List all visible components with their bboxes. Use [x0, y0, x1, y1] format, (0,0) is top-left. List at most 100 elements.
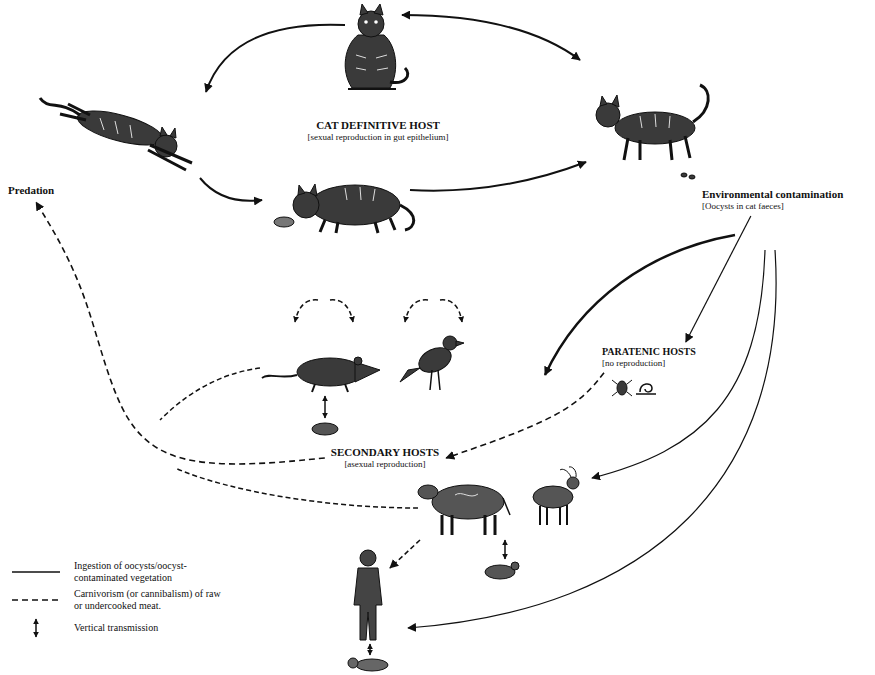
sitting-cat-part — [360, 4, 383, 15]
carnivorism-arrow-part — [160, 368, 260, 420]
rat — [262, 357, 380, 392]
host-label: Predation — [8, 184, 54, 197]
human-figure-part — [354, 568, 382, 640]
legend-text: Carnivorism (or cannibalism) of raw or u… — [74, 588, 224, 612]
legend: Ingestion of oocysts/oocyst-contaminated… — [8, 560, 224, 644]
transmission-connector — [686, 216, 751, 342]
route-label: Predation — [6, 183, 56, 198]
cycle-arrow — [200, 15, 586, 201]
vertical-transmission-arrow — [324, 396, 326, 418]
cow-part — [442, 515, 495, 535]
sitting-cat-part — [348, 88, 396, 90]
carnivorism-arrow-part — [295, 300, 318, 322]
paratenic-host-icons-part — [636, 393, 656, 395]
legend-text: Vertical transmission — [74, 622, 158, 634]
host-group-label: PARATENIC HOSTS[no reproduction] — [600, 345, 698, 370]
legend-sample — [8, 616, 64, 640]
sitting-cat-part — [374, 20, 378, 24]
lamb-part — [485, 565, 515, 579]
cycle-arrow-part — [410, 162, 586, 191]
cat-with-mouse-part — [293, 192, 319, 218]
bird — [400, 336, 464, 390]
cat-with-mouse-part — [298, 184, 317, 196]
host-label: Environmental contamination — [702, 188, 843, 201]
walking-cat-part — [681, 173, 687, 177]
walking-cat-part — [624, 136, 690, 160]
bird-part — [456, 341, 464, 346]
cow-part — [418, 485, 438, 499]
paratenic-host-icons-part — [612, 380, 632, 396]
cow-part — [432, 485, 504, 519]
leaping-cat-part — [40, 98, 80, 115]
human-figure — [354, 550, 382, 640]
host-group-label: CAT DEFINITIVE HOST[sexual reproduction … — [306, 118, 451, 144]
paratenic-host-icons — [612, 380, 656, 396]
goat-part — [567, 477, 579, 489]
leaping-cat-part — [160, 127, 176, 138]
transmission-connector — [36, 202, 325, 464]
legend-row: Ingestion of oocysts/oocyst-contaminated… — [8, 560, 224, 584]
legend-sample — [8, 588, 64, 612]
legend-double-arrow — [35, 619, 37, 637]
vertical-transmission-arrow-part — [324, 396, 326, 418]
legend-text: Ingestion of oocysts/oocyst-contaminated… — [74, 560, 224, 584]
vertical-transmission-arrow — [369, 644, 371, 655]
ingestion-line-part — [545, 235, 735, 375]
leaping-cat — [40, 98, 192, 170]
walking-cat — [596, 85, 708, 179]
carnivorism-arrow-part — [175, 468, 418, 508]
walking-cat-part — [689, 175, 695, 179]
sitting-cat-part — [364, 20, 368, 24]
rat-part — [354, 357, 362, 365]
vertical-transmission-arrow-part — [504, 540, 506, 559]
host-note: [Oocysts in cat faeces] — [702, 201, 843, 212]
goat-part — [540, 505, 567, 525]
transmission-connector — [446, 373, 604, 458]
sitting-cat-part — [390, 68, 408, 83]
cycle-arrow-part — [200, 178, 262, 201]
human-figure-part — [360, 550, 376, 566]
goat-part — [560, 467, 576, 477]
ingestion-line — [408, 235, 776, 628]
cycle-arrow-part — [402, 15, 580, 60]
cat-with-mouse — [274, 184, 414, 233]
leaping-cat-part — [100, 118, 132, 138]
cow — [418, 485, 510, 535]
young-rat — [312, 423, 338, 435]
lamb-part — [511, 562, 519, 570]
cycle-arrow-part — [206, 25, 345, 92]
paratenic-host-icons-part — [617, 381, 627, 395]
carnivorism-arrow-part — [440, 300, 462, 322]
cat-with-mouse-part — [310, 185, 400, 225]
carnivorism-arrow-part — [405, 300, 428, 322]
paratenic-host-icons-part — [640, 384, 652, 392]
carnivorism-arrow-part — [390, 540, 420, 568]
carnivorism-arrow-part — [330, 300, 353, 322]
legend-dashed-line — [12, 599, 60, 601]
host-note: [sexual reproduction in gut epithelium] — [308, 132, 449, 143]
host-label: CAT DEFINITIVE HOST — [308, 119, 449, 132]
lamb — [485, 562, 519, 579]
sitting-cat-part — [356, 55, 388, 70]
legend-solid-line — [12, 571, 60, 573]
carnivorism-arrow — [160, 300, 462, 568]
legend-row: Vertical transmission — [8, 616, 224, 640]
cow-part — [455, 494, 478, 496]
walking-cat-part — [640, 114, 670, 128]
goat-part — [533, 486, 573, 508]
ingestion-line-part — [408, 250, 776, 628]
infant-part — [348, 658, 358, 668]
host-label: SECONDARY HOSTS — [331, 446, 439, 459]
cat-with-mouse-part — [320, 218, 395, 233]
infant — [348, 658, 388, 671]
cat-with-mouse-part — [274, 217, 294, 227]
goat — [533, 467, 579, 525]
cat-with-mouse-part — [400, 205, 414, 230]
host-note: [asexual reproduction] — [331, 459, 439, 470]
sitting-cat-part — [345, 35, 395, 88]
legend-sample — [8, 560, 64, 584]
rat-part — [312, 384, 348, 392]
bird-part — [430, 370, 440, 390]
host-label: PARATENIC HOSTS — [602, 346, 696, 358]
cow-part — [503, 498, 510, 515]
